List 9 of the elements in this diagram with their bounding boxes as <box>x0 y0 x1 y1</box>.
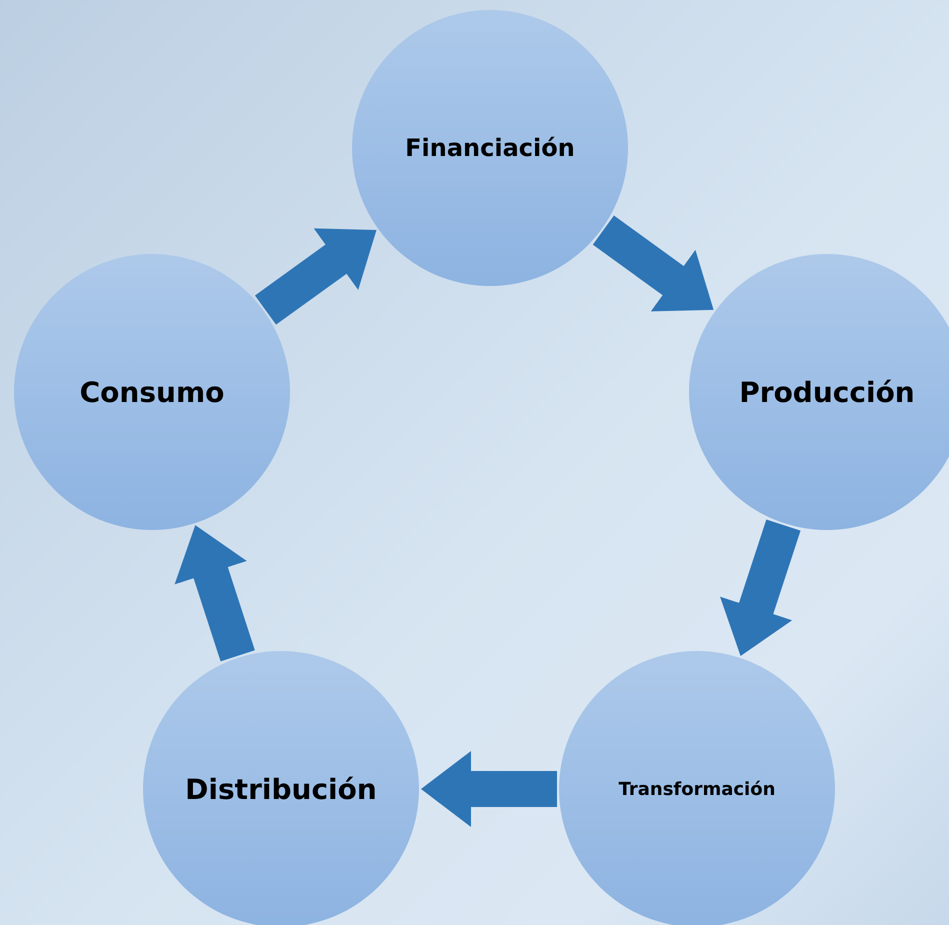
block-arrow <box>421 751 557 827</box>
node-label: Producción <box>739 376 915 408</box>
block-arrow <box>174 525 255 662</box>
node-label: Financiación <box>405 134 575 162</box>
node-label: Transformación <box>618 778 776 800</box>
block-arrow <box>592 216 714 312</box>
node-label: Distribución <box>185 772 377 806</box>
block-arrow <box>720 519 801 656</box>
node-label: Consumo <box>80 376 224 408</box>
